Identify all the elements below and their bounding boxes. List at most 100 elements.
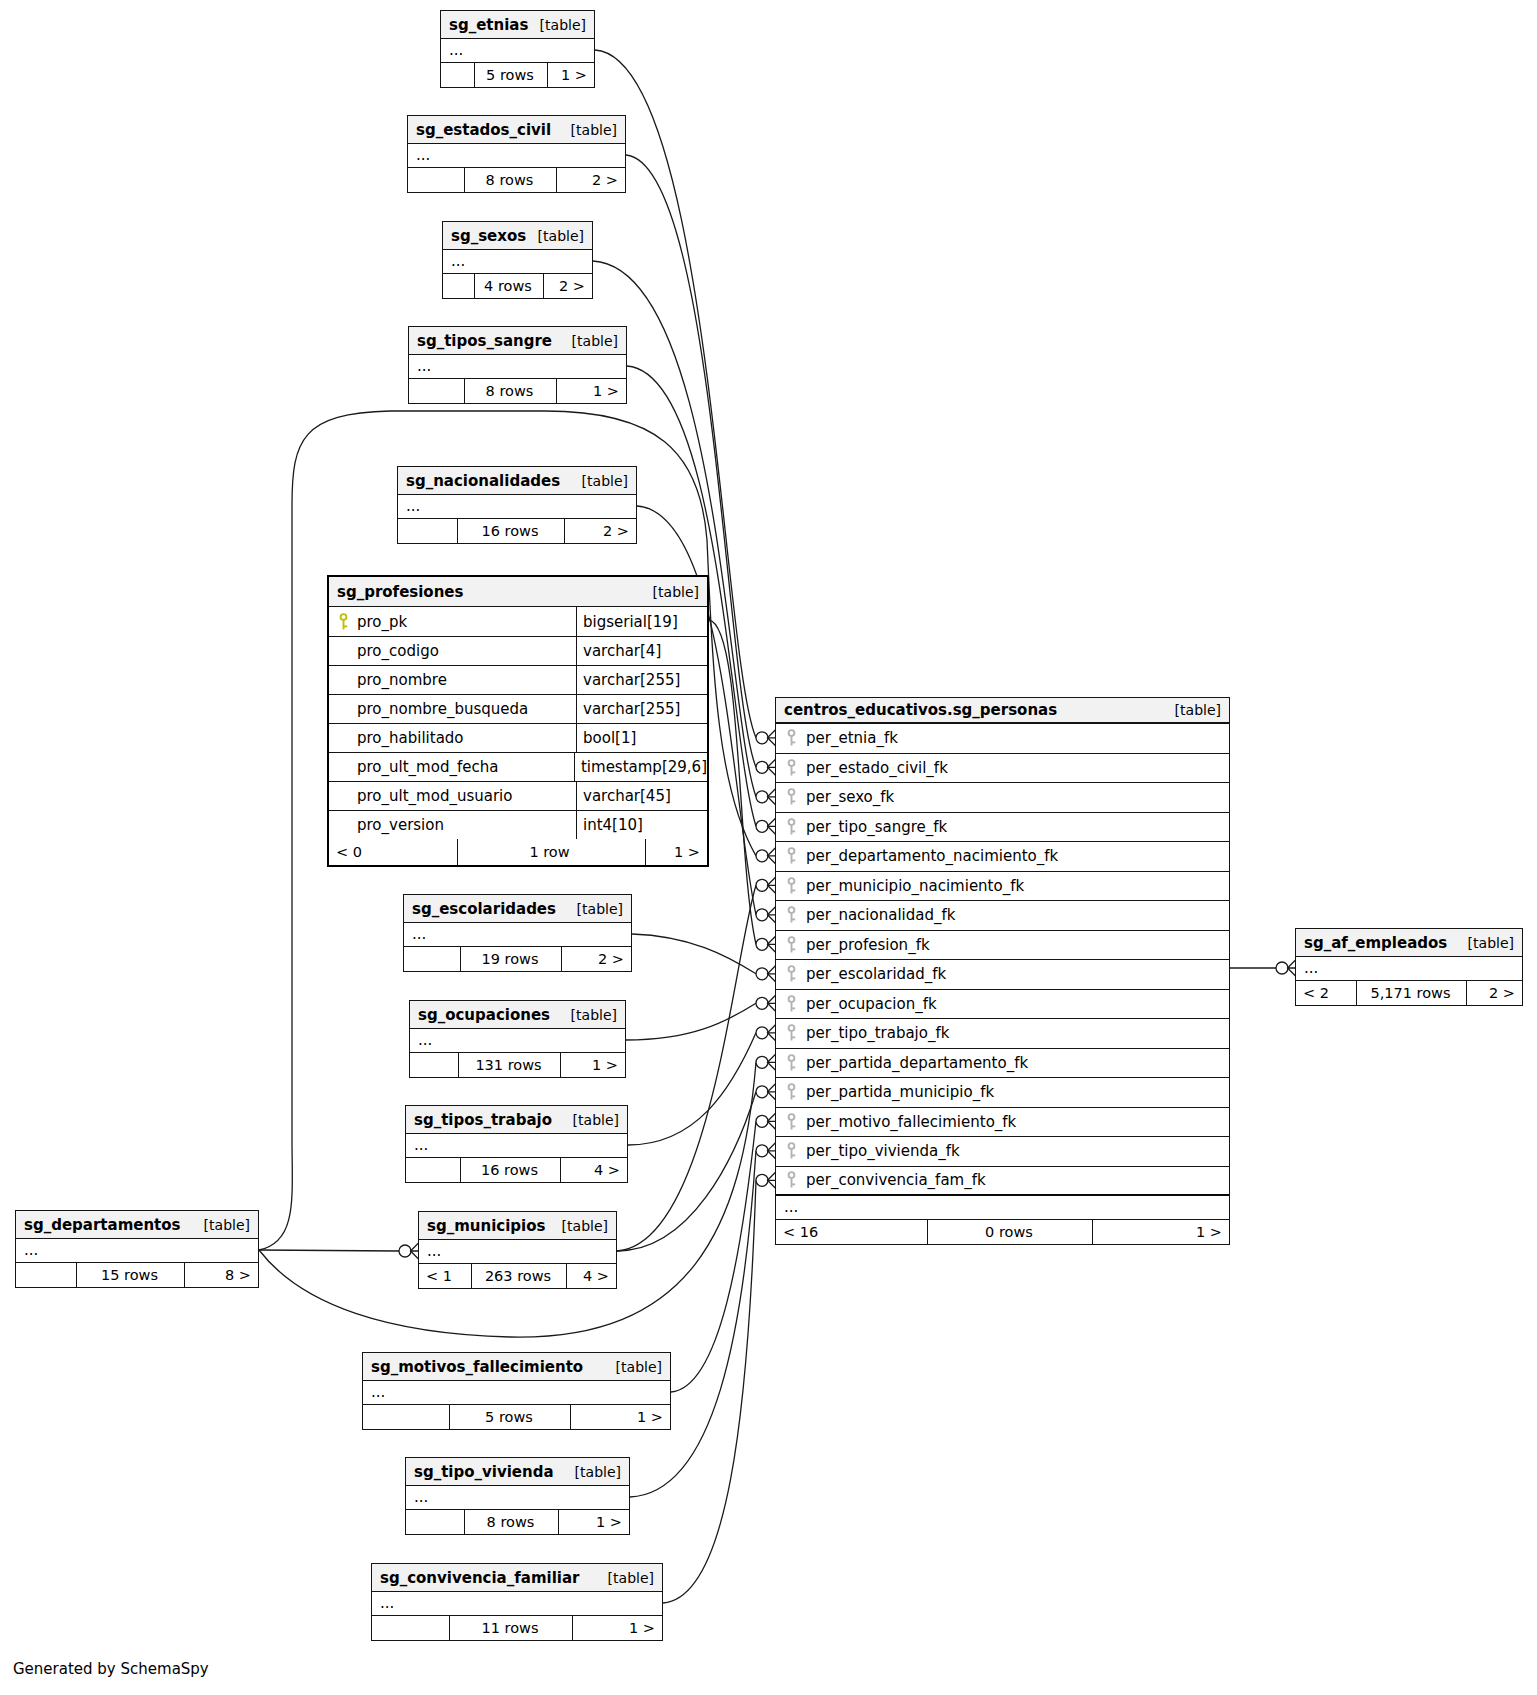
footer-parents-count [406, 1158, 458, 1182]
column-type: varchar[4] [583, 642, 661, 660]
fk-column-name: per_municipio_nacimiento_fk [806, 877, 1024, 895]
table-box-sg_departamentos[interactable]: sg_departamentos[table]...15 rows8 > [15, 1210, 259, 1288]
table-footer: 5 rows1 > [363, 1405, 670, 1429]
column-name: pro_ult_mod_fecha [357, 758, 498, 776]
table-footer: < 25,171 rows2 > [1296, 981, 1522, 1005]
ellipsis-row: ... [363, 1381, 670, 1405]
table-box-sg_personas[interactable]: centros_educativos.sg_personas [table] pe… [775, 697, 1230, 1245]
footer-children-count: 2 > [564, 519, 636, 543]
fk-column-row: per_tipo_sangre_fk [776, 813, 1229, 843]
table-box-sg_etnias[interactable]: sg_etnias[table]...5 rows1 > [440, 10, 595, 88]
footer-parents-count [441, 63, 472, 87]
table-box-sg_sexos[interactable]: sg_sexos[table]...4 rows2 > [442, 221, 593, 299]
footer-row-count: 8 rows [464, 168, 554, 192]
table-name[interactable]: sg_ocupaciones [418, 1006, 550, 1024]
fk-column-name: per_convivencia_fam_fk [806, 1171, 986, 1189]
table-name[interactable]: sg_departamentos [24, 1216, 181, 1234]
table-name[interactable]: sg_tipo_vivienda [414, 1463, 554, 1481]
table-footer: 5 rows1 > [441, 63, 594, 87]
table-name[interactable]: sg_motivos_fallecimiento [371, 1358, 583, 1376]
fk-column-row: per_departamento_nacimiento_fk [776, 842, 1229, 872]
footer-parents-count [406, 1510, 462, 1534]
table-name[interactable]: sg_af_empleados [1304, 934, 1447, 952]
fk-column-row: per_profesion_fk [776, 931, 1229, 961]
table-name[interactable]: sg_nacionalidades [406, 472, 560, 490]
relationship-edge [617, 1092, 756, 1251]
table-header: sg_tipos_sangre [table] [409, 327, 626, 355]
fk-column-name: per_partida_municipio_fk [806, 1083, 994, 1101]
table-box-sg_profesiones[interactable]: sg_profesiones[table] pro_pkbigserial[19… [327, 575, 709, 867]
table-box-sg_municipios[interactable]: sg_municipios[table]...< 1263 rows4 > [418, 1211, 617, 1289]
table-box-sg_nacionalidades[interactable]: sg_nacionalidades[table]...16 rows2 > [397, 466, 637, 544]
fk-column-name: per_nacionalidad_fk [806, 906, 955, 924]
table-name[interactable]: sg_tipos_trabajo [414, 1111, 552, 1129]
footer-row-count: 5 rows [449, 1405, 568, 1429]
fk-column-name: per_ocupacion_fk [806, 995, 937, 1013]
table-header: centros_educativos.sg_personas [table] [776, 698, 1229, 724]
ellipsis-row: ... [406, 1486, 629, 1510]
crow-foot-connector-icon [756, 1054, 776, 1070]
fk-column-name: per_partida_departamento_fk [806, 1054, 1028, 1072]
table-name[interactable]: sg_sexos [451, 227, 526, 245]
column-type: int4[10] [583, 816, 643, 834]
crow-foot-connector-icon [756, 848, 776, 864]
fk-column-row: per_partida_municipio_fk [776, 1078, 1229, 1108]
footer-parents-count [408, 168, 462, 192]
column-row: pro_versionint4[10] [329, 810, 707, 839]
table-box-sg_convivencia_familiar[interactable]: sg_convivencia_familiar[table]...11 rows… [371, 1563, 663, 1641]
foreign-key-icon [786, 1054, 798, 1072]
table-footer: 15 rows8 > [16, 1263, 258, 1287]
table-name[interactable]: sg_municipios [427, 1217, 545, 1235]
relationship-edge [628, 1033, 756, 1145]
table-box-sg_tipos_sangre[interactable]: sg_tipos_sangre[table]...8 rows1 > [408, 326, 627, 404]
table-header: sg_municipios [table] [419, 1212, 616, 1240]
crow-foot-connector-icon [756, 759, 776, 775]
crow-foot-connector-icon [756, 1172, 776, 1188]
table-box-sg_ocupaciones[interactable]: sg_ocupaciones[table]...131 rows1 > [409, 1000, 626, 1078]
footer-row-count: 263 rows [471, 1264, 564, 1288]
table-box-sg_tipo_vivienda[interactable]: sg_tipo_vivienda[table]...8 rows1 > [405, 1457, 630, 1535]
footer-children-count: 4 > [560, 1158, 627, 1182]
table-box-sg_escolaridades[interactable]: sg_escolaridades[table]...19 rows2 > [403, 894, 632, 972]
footer-children-count: 1 > [645, 839, 707, 865]
table-type-badge: [table] [577, 901, 623, 917]
table-name[interactable]: sg_convivencia_familiar [380, 1569, 579, 1587]
table-footer: 131 rows1 > [410, 1053, 625, 1077]
table-type-badge: [table] [562, 1218, 608, 1234]
table-header: sg_ocupaciones[table] [410, 1001, 625, 1029]
table-header: sg_estados_civil[table] [408, 116, 625, 144]
table-type-badge: [table] [1175, 702, 1221, 718]
table-box-sg_estados_civil[interactable]: sg_estados_civil[table]...8 rows2 > [407, 115, 626, 193]
fk-column-row: per_sexo_fk [776, 783, 1229, 813]
footer-children-count: 4 > [566, 1264, 616, 1288]
table-name[interactable]: centros_educativos.sg_personas [784, 701, 1057, 719]
crow-foot-connector-icon [756, 818, 776, 834]
relationship-edge [709, 620, 756, 944]
crow-foot-connector-icon [756, 1143, 776, 1159]
table-name[interactable]: sg_tipos_sangre [417, 332, 552, 350]
column-row: pro_codigovarchar[4] [329, 636, 707, 665]
table-name[interactable]: sg_escolaridades [412, 900, 556, 918]
footer-parents-count [443, 274, 472, 298]
table-box-sg_af_empleados[interactable]: sg_af_empleados[table]...< 25,171 rows2 … [1295, 928, 1523, 1006]
relationship-edge [617, 885, 756, 1251]
footer-children-count: 1 > [1092, 1220, 1229, 1244]
ellipsis-row: ... [441, 39, 594, 63]
column-type: varchar[255] [583, 671, 680, 689]
table-box-sg_motivos_fallecimiento[interactable]: sg_motivos_fallecimiento[table]...5 rows… [362, 1352, 671, 1430]
table-name[interactable]: sg_etnias [449, 16, 528, 34]
table-footer: 16 rows4 > [406, 1158, 627, 1182]
crow-foot-connector-icon [756, 877, 776, 893]
table-header: sg_departamentos[table] [16, 1211, 258, 1239]
table-type-badge: [table] [572, 333, 618, 349]
footer-row-count: 16 rows [460, 1158, 558, 1182]
ellipsis-row: ... [1296, 957, 1522, 981]
column-name: pro_ult_mod_usuario [357, 787, 512, 805]
footer-row-count: 1 row [457, 839, 641, 865]
column-type: varchar[45] [583, 787, 671, 805]
ellipsis-row: ... [16, 1239, 258, 1263]
column-row: pro_nombre_busquedavarchar[255] [329, 694, 707, 723]
table-box-sg_tipos_trabajo[interactable]: sg_tipos_trabajo[table]...16 rows4 > [405, 1105, 628, 1183]
table-name[interactable]: sg_profesiones [337, 583, 463, 601]
table-name[interactable]: sg_estados_civil [416, 121, 551, 139]
